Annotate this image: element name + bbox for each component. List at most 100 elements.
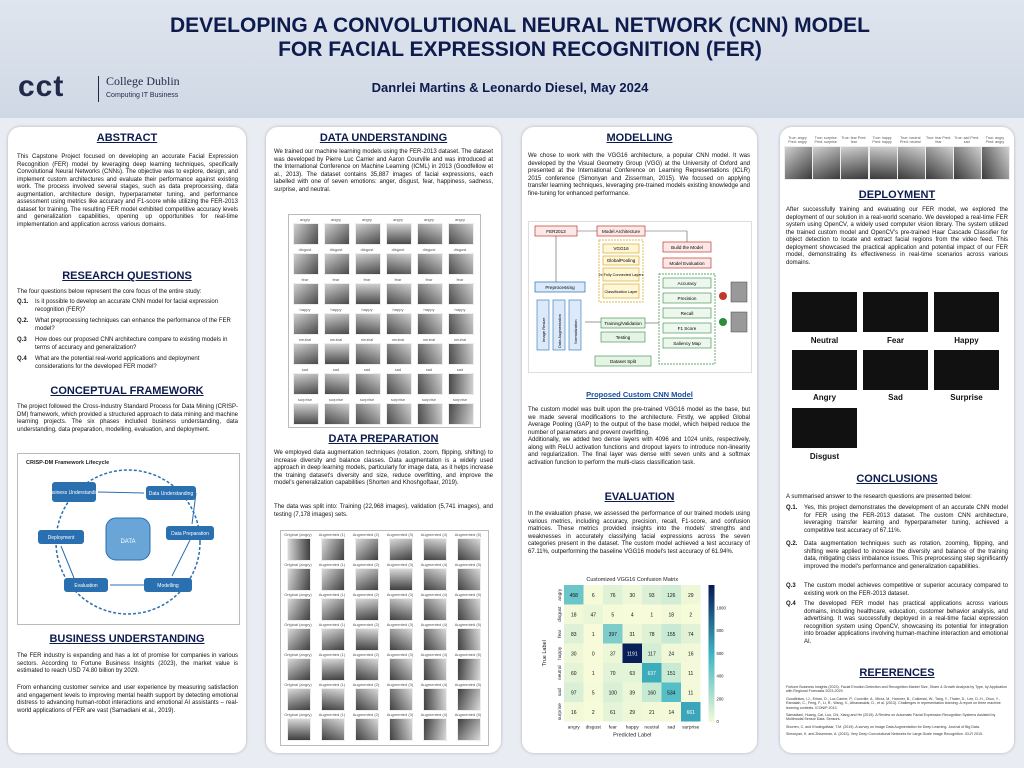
- metric-label: Precision: [678, 296, 697, 301]
- cell-value: 16: [688, 651, 694, 657]
- augmented-face-image: [355, 688, 379, 711]
- deployment-label: Fear: [887, 336, 904, 345]
- evaluation-heading: EVALUATION: [604, 491, 675, 503]
- cell-value: 29: [688, 593, 694, 599]
- deployment-label: Disgust: [809, 452, 840, 461]
- y-tick-label: surprise: [557, 703, 563, 720]
- check-mark-icon: [719, 318, 727, 326]
- heatmap-cell: [564, 682, 584, 702]
- augmented-face-image: [457, 568, 481, 591]
- crisp-node-label: Modelling: [157, 583, 179, 589]
- prediction-label: True: neutral Pred: neutral: [900, 136, 921, 144]
- prediction-label: True: angry Pred: angry: [788, 136, 807, 144]
- prediction-face-image: [840, 146, 870, 180]
- heatmap-cell: [564, 585, 584, 605]
- question-item: Q.1.Is it possible to develop an accurat…: [17, 299, 219, 313]
- cell-value: 16: [571, 710, 577, 716]
- augmentation-label: Augmented (3): [386, 622, 414, 627]
- heatmap-cell: [603, 663, 623, 683]
- modelling-heading: MODELLING: [606, 132, 673, 144]
- augmentation-label: Augmented (2): [352, 652, 380, 657]
- conceptual-framework-text: The project followed the Cross-Industry …: [17, 404, 238, 433]
- augmented-face-image: [389, 598, 413, 621]
- augmentation-label: Augmented (4): [420, 712, 448, 717]
- deployment-frame-disgust: [792, 408, 857, 448]
- heatmap-cell: [583, 604, 603, 624]
- business-understanding-text-1: The FER industry is expanding and has a …: [17, 653, 238, 674]
- colorbar-segment: [708, 625, 715, 630]
- colorbar-segment: [708, 656, 715, 661]
- augmentation-label: Original (angry): [284, 712, 312, 717]
- x-tick-label: fear: [609, 725, 618, 731]
- data-split-text: The data was split into: Training (22,96…: [274, 504, 493, 518]
- train-val-label: Training/Validation: [604, 321, 642, 326]
- prediction-label: True: angry Pred: angry: [985, 136, 1005, 144]
- face-sample-image: [324, 373, 350, 395]
- cell-value: 76: [610, 593, 616, 599]
- business-understanding-heading: BUSINESS UNDERSTANDING: [49, 633, 205, 645]
- heatmap-cell: [622, 624, 642, 644]
- conclusions-heading: CONCLUSIONS: [856, 473, 938, 485]
- colorbar-segment: [708, 622, 715, 627]
- augmented-face-image: [355, 628, 379, 651]
- sample-face-image: [730, 311, 748, 333]
- logo-tagline: Computing IT Business: [106, 92, 179, 99]
- emotion-label: happy: [330, 307, 342, 312]
- colorbar-segment: [708, 615, 715, 620]
- augmented-face-image: [321, 568, 345, 591]
- cell-value: 74: [688, 632, 694, 638]
- prediction-label: True: fear Pred: fear: [841, 136, 867, 144]
- heatmap-cell: [642, 702, 662, 722]
- column-2: DATA UNDERSTANDING We trained our machin…: [266, 127, 501, 753]
- y-tick-label: disgust: [557, 606, 563, 622]
- pooling-label: GlobalPooling: [607, 258, 636, 263]
- colorbar-segment: [708, 653, 715, 658]
- augmented-face-image: [287, 628, 311, 651]
- face-sample-image: [417, 313, 443, 335]
- title-line-1: DEVELOPING A CONVOLUTIONAL NEURAL NETWOR…: [170, 14, 870, 37]
- cell-value: 160: [648, 690, 657, 696]
- augmentation-label: Original (angry): [284, 652, 312, 657]
- resize-label: Image Resize: [541, 317, 546, 342]
- augmented-face-image: [321, 658, 345, 681]
- abstract-text: This Capstone Project focused on develop…: [17, 154, 238, 228]
- data-store-shape: [105, 517, 151, 561]
- augmentation-label: Original (angry): [284, 562, 312, 567]
- cell-value: 63: [629, 671, 635, 677]
- face-sample-image: [386, 403, 412, 425]
- cell-value: 30: [571, 651, 577, 657]
- crisp-dm-title: CRISP-DM Framework Lifecycle: [26, 460, 109, 466]
- augmentation-label: Augmented (5): [454, 712, 482, 717]
- cell-value: 0: [592, 651, 595, 657]
- face-sample-image: [355, 223, 381, 245]
- colorbar-segment: [708, 639, 715, 644]
- heatmap-cell: [564, 702, 584, 722]
- cell-value: 21: [649, 710, 655, 716]
- data-understanding-text: We trained our machine learning models u…: [274, 149, 493, 193]
- heatmap-cell: [603, 604, 623, 624]
- column-1: ABSTRACT This Capstone Project focused o…: [8, 127, 246, 753]
- poster-title: DEVELOPING A CONVOLUTIONAL NEURAL NETWOR…: [120, 14, 920, 62]
- face-sample-image: [355, 403, 381, 425]
- colorbar-segment: [708, 660, 715, 664]
- emotion-label: neutral: [329, 337, 343, 342]
- modelling-text: We chose to work with the VGG16 architec…: [528, 153, 750, 197]
- cell-value: 78: [649, 632, 655, 638]
- emotion-label: fear: [456, 277, 464, 282]
- augmentation-label: Augmented (4): [420, 532, 448, 537]
- colorbar-segment: [708, 585, 715, 589]
- cell-value: 31: [629, 632, 635, 638]
- reference-item: Goodfellow, I.J., Erhan, D., Luc Carrier…: [786, 696, 1001, 710]
- references-heading: REFERENCES: [859, 667, 935, 679]
- augmented-face-image: [389, 538, 413, 561]
- chart-title: Customized VGG16 Confusion Matrix: [586, 577, 678, 583]
- cell-value: 100: [609, 690, 618, 696]
- heatmap-cell: [622, 663, 642, 683]
- emotion-label: sad: [332, 367, 340, 372]
- face-sample-image: [417, 253, 443, 275]
- colorbar-segment: [708, 602, 715, 606]
- colorbar-segment: [708, 608, 715, 613]
- augmentation-label: Augmented (2): [352, 562, 380, 567]
- heatmap-cell: [661, 663, 681, 683]
